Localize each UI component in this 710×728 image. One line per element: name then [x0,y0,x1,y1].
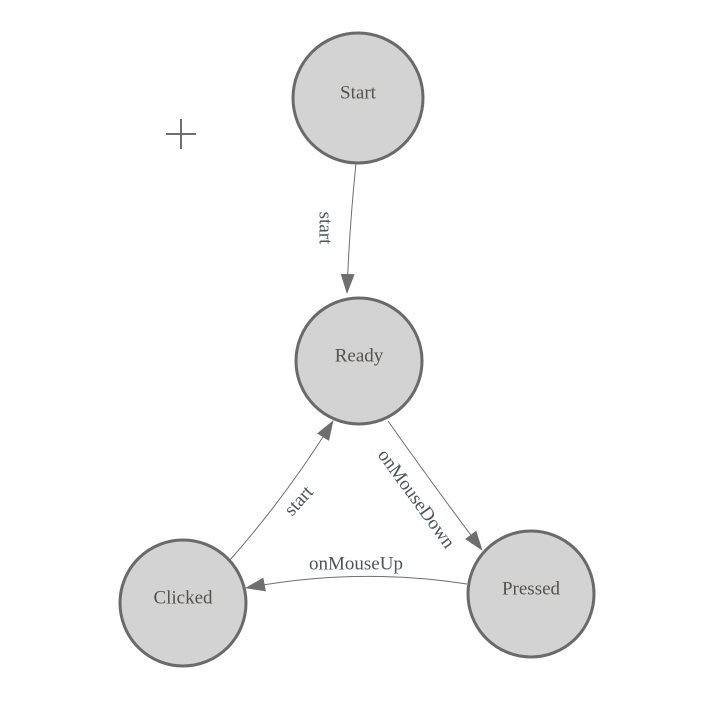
state-circle-clicked[interactable] [118,538,248,668]
state-node-clicked[interactable]: Clicked [118,538,248,668]
state-node-start[interactable]: Start [291,31,425,165]
origin-crosshair [166,119,196,149]
state-node-ready[interactable]: Ready [294,296,424,426]
transition-edge-ready-to-pressed[interactable] [387,420,483,551]
edge-label-clicked-to-ready: start [280,481,318,520]
transition-edge-clicked-to-ready[interactable] [229,420,334,561]
state-circle-pressed[interactable] [466,529,596,659]
transition-edge-pressed-to-clicked[interactable] [245,575,468,592]
edge-label-ready-to-pressed: onMouseDown [373,445,459,553]
edge-label-start-to-ready: start [315,212,336,245]
state-circle-ready[interactable] [294,296,424,426]
state-node-pressed[interactable]: Pressed [466,529,596,659]
edge-label-pressed-to-clicked: onMouseUp [309,554,403,575]
transition-edge-start-to-ready[interactable] [340,162,357,294]
state-circle-start[interactable] [291,31,425,165]
